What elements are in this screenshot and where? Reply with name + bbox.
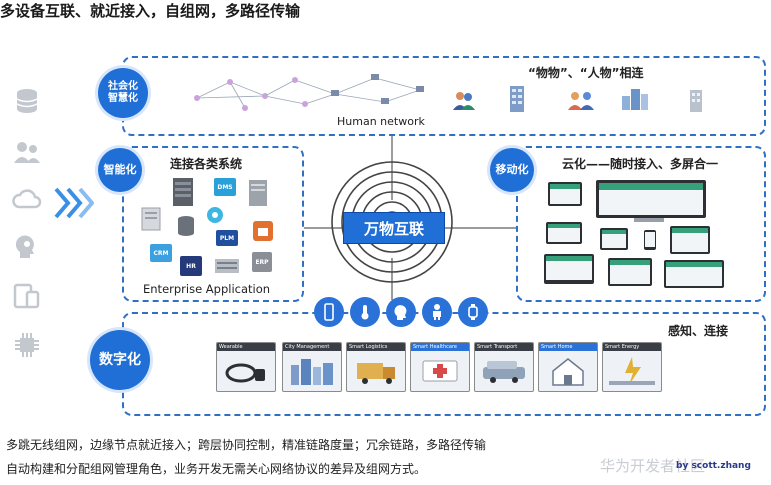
healthcare-icon <box>422 360 458 382</box>
watermark-text: 华为开发者社区 <box>600 457 706 475</box>
energy-icon <box>609 357 655 385</box>
card-smart-healthcare[interactable]: Smart Healthcare <box>410 342 470 392</box>
crm-badge: CRM <box>150 244 172 262</box>
robot-bubble[interactable] <box>422 297 452 327</box>
watch-bubble[interactable] <box>458 297 488 327</box>
watch-icon <box>468 304 478 320</box>
wearable-icon <box>225 363 265 383</box>
intelligent-circle: 智能化 <box>98 148 142 192</box>
chip-icon <box>12 330 42 360</box>
erp-badge: ERP <box>252 252 272 272</box>
things-connected-caption: “物物”、“人物”相连 <box>528 66 644 80</box>
brain-icon <box>12 232 42 262</box>
chevron-right-icon <box>54 187 94 219</box>
human-network-caption: Human network <box>337 115 425 128</box>
card-title: Smart Energy <box>603 343 661 351</box>
thermometer-icon <box>361 305 369 320</box>
team-icon <box>568 92 594 110</box>
smartphone-bubble[interactable] <box>314 297 344 327</box>
card-title: Smart Logistics <box>347 343 405 351</box>
card-wearable[interactable]: Wearable <box>216 342 276 392</box>
human-network-graph <box>194 74 424 111</box>
gear-icon <box>207 207 223 223</box>
users-icon <box>12 137 42 167</box>
dms-badge: DMS <box>214 178 236 196</box>
connect-systems-heading: 连接各类系统 <box>170 157 243 171</box>
cloud-icon <box>12 185 42 215</box>
social-circle-line2: 智慧化 <box>108 93 138 104</box>
head-icon <box>394 305 407 320</box>
network-switch-icon <box>215 259 239 273</box>
logistics-icon <box>357 363 395 384</box>
head-bubble[interactable] <box>386 297 416 327</box>
card-city-management[interactable]: City Management <box>282 342 342 392</box>
card-title: Smart Transport <box>475 343 533 351</box>
social-circle: 社会化智慧化 <box>98 68 148 118</box>
home-icon <box>552 358 584 386</box>
thermometer-bubble[interactable] <box>350 297 380 327</box>
app-store-icon <box>253 221 273 241</box>
page-title: 多设备互联、就近接入，自组网，多路径传输 <box>0 2 301 20</box>
devices-icon <box>12 281 42 311</box>
social-circle-line1: 社会化 <box>108 81 138 92</box>
card-smart-transport[interactable]: Smart Transport <box>474 342 534 392</box>
footer-line-1: 多跳无线组网，边缘节点就近接入；跨层协同控制，精准链路度量；冗余链路，多路径传输 <box>6 438 487 452</box>
city-icon <box>622 89 648 110</box>
tower-icon <box>690 90 702 112</box>
server-rack-icon <box>141 207 161 231</box>
author-credit: by scott.zhang <box>676 461 751 471</box>
server-icon <box>173 178 193 206</box>
card-title: Wearable <box>217 343 275 351</box>
building-icon <box>510 86 524 112</box>
footer-line-2: 自动构建和分配组网管理角色，业务开发无需关心网络协议的差异及组网方式。 <box>6 462 427 476</box>
database-server-icon <box>178 216 194 236</box>
top-panel <box>122 56 766 136</box>
smartphone-icon <box>324 303 334 321</box>
plm-badge: PLM <box>216 230 238 246</box>
cloud-access-heading: 云化——随时接入、多屏合一 <box>562 157 719 171</box>
enterprise-application-caption: Enterprise Application <box>143 282 271 296</box>
hr-badge: HR <box>180 256 202 276</box>
card-title: Smart Healthcare <box>411 343 469 351</box>
card-smart-home[interactable]: Smart Home <box>538 342 598 392</box>
multi-screen-devices-icon <box>544 180 724 288</box>
card-title: City Management <box>283 343 341 351</box>
tower-server-icon <box>249 180 267 206</box>
transport-icon <box>483 361 525 383</box>
iot-center-label: 万物互联 <box>343 212 445 244</box>
city-management-icon <box>291 359 333 385</box>
digital-circle: 数字化 <box>90 330 150 390</box>
mobile-circle: 移动化 <box>490 148 534 192</box>
card-smart-logistics[interactable]: Smart Logistics <box>346 342 406 392</box>
people-icon <box>453 92 475 110</box>
robot-icon <box>433 304 441 320</box>
database-icon <box>12 86 42 116</box>
card-title: Smart Home <box>539 343 597 351</box>
sense-connect-heading: 感知、连接 <box>668 324 729 338</box>
card-smart-energy[interactable]: Smart Energy <box>602 342 662 392</box>
